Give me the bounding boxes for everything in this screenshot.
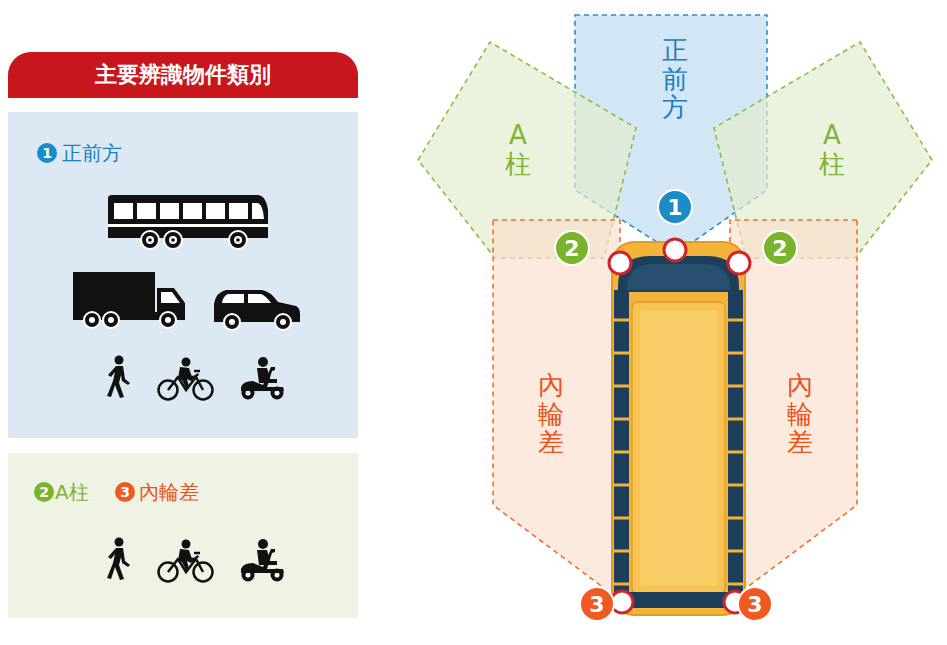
detection-zone: 內輪差 xyxy=(730,220,857,600)
zone-label: A柱 xyxy=(819,121,845,178)
callout-number: 1 xyxy=(657,189,693,225)
callout-number: 1 xyxy=(37,143,57,163)
pedestrian-icon xyxy=(107,538,130,581)
callout-number: 2 xyxy=(762,230,798,266)
category-label: A柱 xyxy=(55,479,89,506)
scooter-icon xyxy=(241,539,284,582)
scooter-icon xyxy=(241,357,284,400)
zone-label: A柱 xyxy=(505,121,531,178)
category-label: 內輪差 xyxy=(139,479,199,506)
window-divider xyxy=(728,418,743,421)
category-panel: A柱 內輪差 xyxy=(8,453,358,618)
category-label: 正前方 xyxy=(62,140,122,167)
callout-number: 2 xyxy=(34,482,54,502)
window-divider xyxy=(728,385,743,388)
detection-zone: 內輪差 xyxy=(493,220,620,600)
title-text: 主要辨識物件類別 xyxy=(8,52,358,98)
window-divider xyxy=(614,418,629,421)
window-divider xyxy=(614,550,629,553)
truck-icon xyxy=(73,272,185,328)
window-divider xyxy=(728,484,743,487)
car-icon xyxy=(214,290,300,330)
window-divider xyxy=(728,451,743,454)
zone-shape xyxy=(493,220,620,600)
window-divider xyxy=(614,385,629,388)
bus-top-view xyxy=(609,239,750,615)
window-divider xyxy=(728,550,743,553)
window-divider xyxy=(728,517,743,520)
callout-number: 2 xyxy=(554,230,590,266)
callout-number: 3 xyxy=(579,586,615,622)
window-divider xyxy=(614,484,629,487)
window-divider xyxy=(728,583,743,586)
zone-label: 內輪差 xyxy=(538,371,564,457)
cyclist-icon xyxy=(159,358,213,400)
category-panel: 正前方 xyxy=(8,112,358,438)
window-divider xyxy=(614,451,629,454)
window-divider xyxy=(614,517,629,520)
callout-number: 3 xyxy=(115,482,135,502)
bus-icon xyxy=(108,195,268,249)
window-divider xyxy=(614,319,629,322)
zone-label: 正前方 xyxy=(662,36,688,122)
window-divider xyxy=(728,319,743,322)
title-bar: 主要辨識物件類別 xyxy=(8,52,358,98)
window-divider xyxy=(728,352,743,355)
cyclist-icon xyxy=(159,540,213,582)
zone-label: 內輪差 xyxy=(787,371,813,457)
window-divider xyxy=(614,352,629,355)
window-divider xyxy=(614,583,629,586)
zone-shape xyxy=(730,220,857,600)
pedestrian-icon xyxy=(107,356,130,399)
callout-number: 3 xyxy=(737,586,773,622)
